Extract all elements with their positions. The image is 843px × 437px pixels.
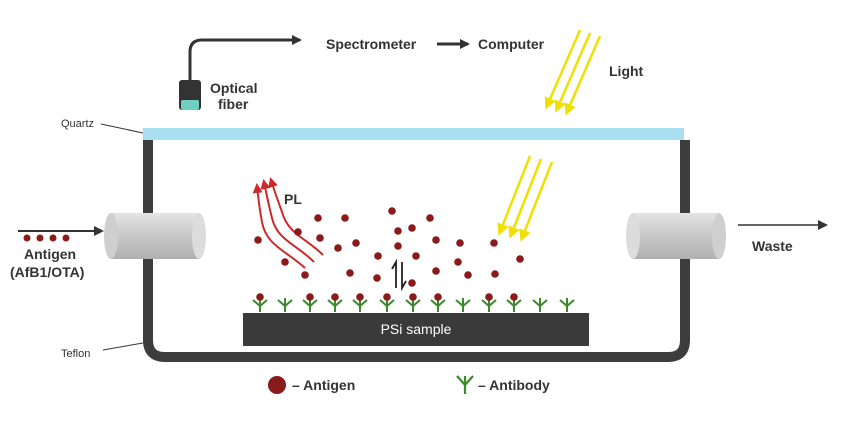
antigen-inlet-label-2: (AfB1/OTA): [10, 264, 84, 280]
quartz-pointer: [100, 123, 144, 134]
waste-label: Waste: [752, 238, 793, 254]
inlet-antigen-dots: [23, 234, 70, 242]
antigen-inlet-label-1: Antigen: [24, 246, 76, 262]
spectrometer-label: Spectrometer: [326, 36, 417, 52]
legend-antigen-label: – Antigen: [292, 377, 355, 393]
free-antigens: [254, 207, 524, 287]
computer-label: Computer: [478, 36, 545, 52]
legend-antibody-label: – Antibody: [478, 377, 550, 393]
teflon-label: Teflon: [61, 348, 90, 360]
optical-fiber-label-1: Optical: [210, 80, 257, 96]
legend-antibody-icon: [456, 375, 474, 394]
light-rays-top: [544, 29, 602, 116]
outlet-tube: [626, 213, 726, 259]
quartz-window: [143, 128, 684, 140]
psi-sample-label: PSi sample: [381, 321, 452, 337]
light-rays-inner: [497, 155, 554, 242]
teflon-cell: [143, 140, 690, 362]
light-label: Light: [609, 63, 644, 79]
bound-antigens: [256, 293, 518, 301]
psi-sample: [243, 313, 589, 346]
legend-antigen-icon: [268, 376, 286, 394]
equilibrium-arrows-icon: [391, 258, 407, 292]
quartz-label: Quartz: [61, 118, 94, 130]
pl-emission-waves: [252, 177, 324, 269]
pl-label: PL: [284, 191, 302, 207]
optical-fiber-label-2: fiber: [218, 96, 249, 112]
optical-fiber: [179, 35, 302, 110]
teflon-pointer: [102, 342, 144, 351]
inlet-tube: [104, 213, 206, 259]
